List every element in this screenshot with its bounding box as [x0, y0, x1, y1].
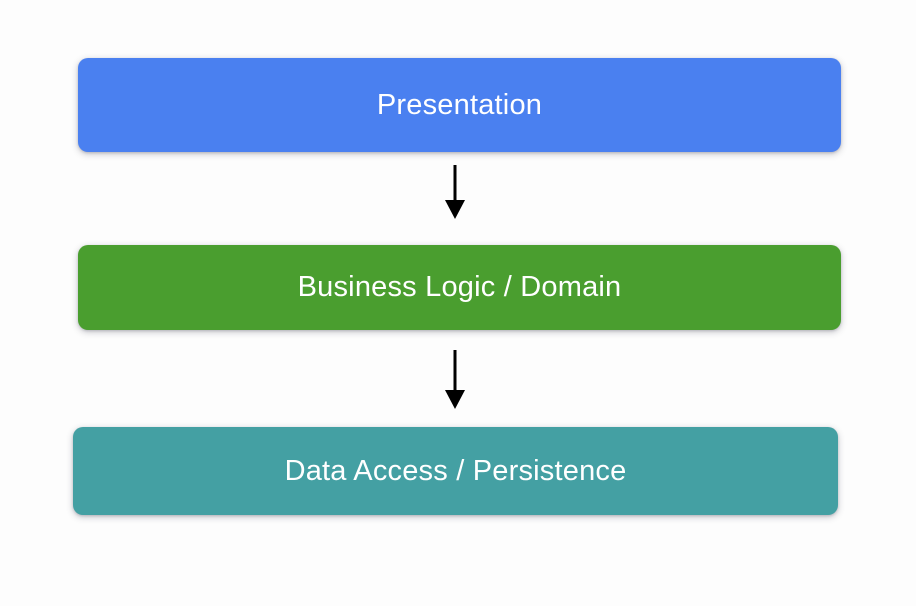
layer-box-business-logic[interactable]: Business Logic / Domain — [78, 245, 841, 330]
layer-box-data-access[interactable]: Data Access / Persistence — [73, 427, 838, 515]
arrow-business-to-data — [445, 350, 465, 409]
layer-label-data-access: Data Access / Persistence — [284, 454, 627, 487]
arrow-presentation-to-business — [445, 165, 465, 219]
layer-label-business-logic: Business Logic / Domain — [297, 271, 622, 303]
layer-box-presentation[interactable]: Presentation — [78, 58, 841, 152]
layer-label-presentation: Presentation — [376, 88, 543, 121]
